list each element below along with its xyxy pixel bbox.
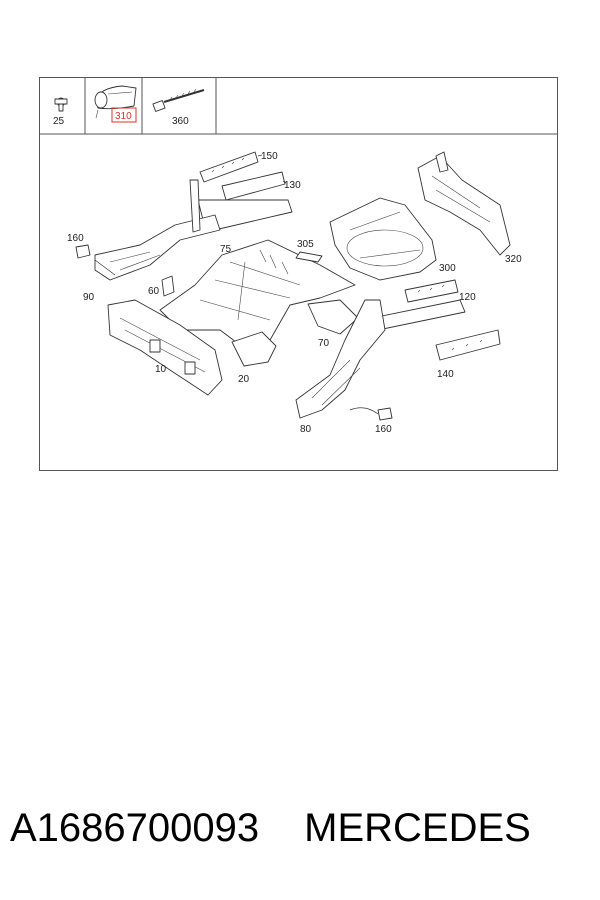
- callout-75: 75: [220, 244, 232, 255]
- long-screw-icon: [152, 88, 205, 112]
- part-120: [404, 279, 459, 303]
- callout-90: 90: [83, 292, 95, 303]
- bolt-icon: [54, 97, 68, 112]
- callout-140: 140: [437, 369, 454, 380]
- part-160a: [75, 244, 91, 259]
- header-part-25: 25: [53, 116, 65, 127]
- part-160b: [377, 407, 393, 421]
- grommet-icon: [94, 85, 137, 119]
- part-60: [161, 275, 175, 297]
- callout-20: 20: [238, 374, 250, 385]
- floor-assembly: [75, 151, 511, 421]
- callout-80: 80: [300, 424, 312, 435]
- callout-70: 70: [318, 338, 330, 349]
- callout-300: 300: [439, 263, 456, 274]
- callout-labels: 150 130 160 90 75 305 300 320 60 120 70 …: [67, 151, 522, 435]
- header-part-310: 310: [115, 111, 132, 122]
- callout-160-right: 160: [375, 424, 392, 435]
- callout-130: 130: [284, 180, 301, 191]
- callout-150: 150: [261, 151, 278, 162]
- highlight-box: [111, 107, 137, 123]
- part-305: [295, 251, 323, 263]
- part-140: [435, 329, 501, 361]
- callout-60: 60: [148, 286, 160, 297]
- callout-120: 120: [459, 292, 476, 303]
- callout-160-left: 160: [67, 233, 84, 244]
- callout-10: 10: [155, 364, 167, 375]
- part-20: [231, 331, 277, 367]
- part-300: [329, 197, 437, 281]
- part-70: [307, 299, 359, 335]
- callout-305: 305: [297, 239, 314, 250]
- header-part-360: 360: [172, 116, 189, 127]
- header-strip: 25 310 360: [39, 77, 558, 135]
- caption: A1686700093 MERCEDES: [10, 806, 590, 856]
- part-90: [94, 214, 221, 281]
- callout-320: 320: [505, 254, 522, 265]
- diagram-frame: [39, 77, 558, 471]
- part-130: [221, 171, 286, 201]
- part-150: [199, 151, 259, 183]
- brand-name: MERCEDES: [304, 806, 531, 850]
- part-number: A1686700093: [10, 806, 260, 850]
- part-80: [295, 299, 386, 419]
- part-320: [417, 155, 511, 256]
